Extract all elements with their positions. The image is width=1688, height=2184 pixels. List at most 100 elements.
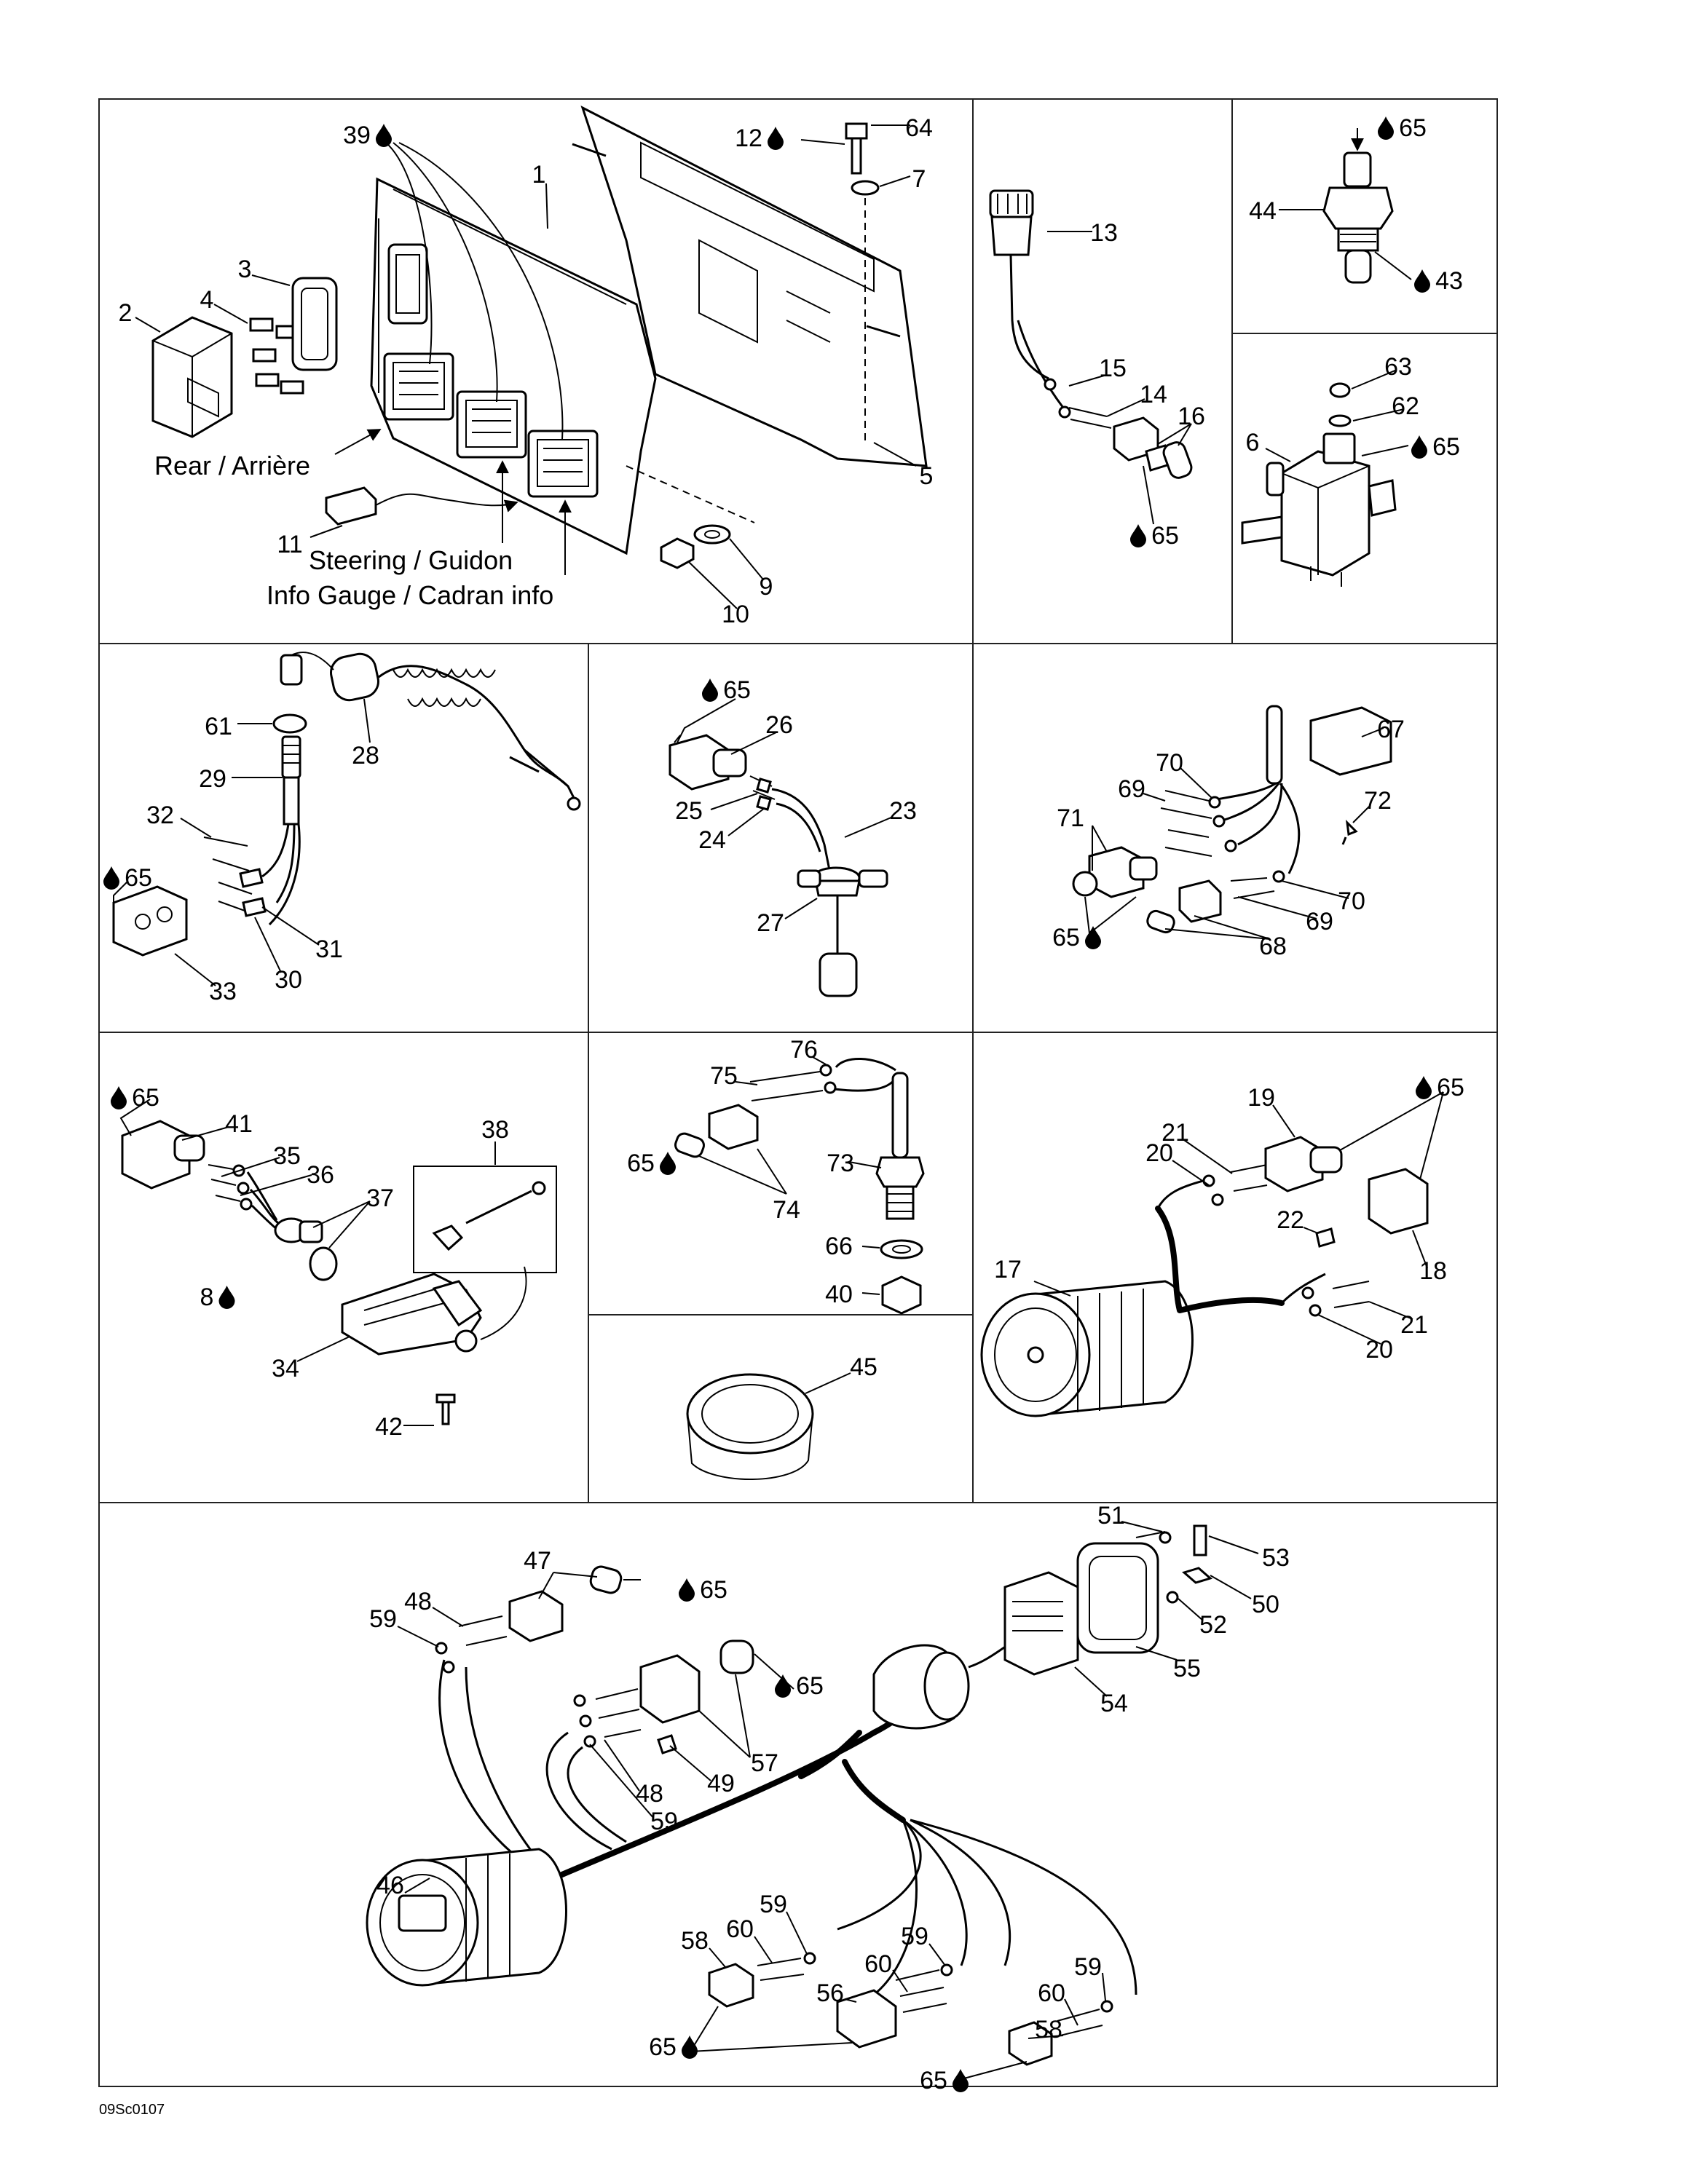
callout-45: 45: [850, 1353, 877, 1381]
drawing-code: 09Sc0107: [99, 2102, 165, 2118]
callout-55: 55: [1173, 1655, 1201, 1682]
callout-36: 36: [307, 1161, 334, 1189]
callout-59: 59: [1074, 1953, 1102, 1981]
callout-13: 13: [1090, 219, 1118, 247]
speedometer-assembly: [980, 1091, 1444, 1417]
callout-56: 56: [816, 1979, 844, 2007]
callout-51: 51: [1097, 1502, 1125, 1530]
callout-41: 41: [225, 1110, 253, 1138]
caption-info-gauge: Info Gauge / Cadran info: [267, 580, 553, 610]
mounting-plate: [580, 105, 928, 467]
callout-23: 23: [889, 797, 917, 825]
callout-60: 60: [726, 1915, 754, 1943]
callout-54: 54: [1100, 1690, 1128, 1717]
oil-drop-icon: [1416, 1076, 1432, 1099]
callout-65: 65: [1151, 522, 1179, 550]
oil-drop-icon: [1414, 269, 1430, 293]
callout-30: 30: [275, 966, 302, 994]
callout-42: 42: [375, 1413, 403, 1441]
callout-65: 65: [1399, 114, 1427, 142]
callout-70: 70: [1338, 887, 1365, 915]
callout-65: 65: [1432, 433, 1460, 461]
fuel-level-sender-assembly: [669, 698, 894, 997]
callout-65: 65: [723, 676, 751, 704]
callout-2: 2: [119, 299, 133, 327]
callout-65: 65: [700, 1576, 727, 1604]
caption-rear: Rear / Arrière: [154, 451, 310, 480]
callout-65: 65: [796, 1672, 824, 1700]
callout-35: 35: [273, 1142, 301, 1170]
callout-5: 5: [920, 462, 934, 490]
callout-24: 24: [698, 826, 726, 854]
callout-20: 20: [1365, 1336, 1393, 1364]
fuses: [249, 317, 304, 395]
seal-61: [272, 713, 307, 734]
callout-62: 62: [1392, 392, 1419, 420]
callout-75: 75: [710, 1062, 738, 1090]
callout-6: 6: [1246, 429, 1260, 456]
callout-48: 48: [636, 1780, 663, 1808]
gauge-bezel-ring-45: [686, 1372, 851, 1480]
callout-46: 46: [376, 1872, 404, 1899]
callout-32: 32: [146, 802, 174, 829]
callout-65: 65: [627, 1150, 655, 1177]
callout-66: 66: [825, 1233, 853, 1260]
callout-48: 48: [404, 1588, 432, 1615]
callout-58: 58: [1035, 2016, 1062, 2043]
callout-59: 59: [901, 1923, 928, 1950]
callout-4: 4: [200, 286, 214, 314]
callout-1: 1: [532, 161, 546, 189]
callout-47: 47: [524, 1547, 551, 1575]
safety-lanyard-assembly: [112, 652, 581, 986]
callout-65: 65: [132, 1084, 159, 1112]
callout-73: 73: [827, 1150, 854, 1177]
oil-drop-icon: [775, 1674, 791, 1698]
solenoid-valve-6: [1241, 369, 1409, 587]
callout-26: 26: [765, 711, 793, 739]
callout-65: 65: [920, 2067, 947, 2094]
callout-12: 12: [735, 124, 762, 152]
callout-25: 25: [675, 797, 703, 825]
washer: [693, 524, 731, 545]
callout-20: 20: [1145, 1139, 1173, 1167]
callout-37: 37: [366, 1184, 394, 1212]
sensor-13-assembly: [989, 189, 1193, 525]
callout-61: 61: [205, 713, 232, 740]
callout-71: 71: [1057, 804, 1084, 832]
callout-14: 14: [1140, 381, 1167, 408]
callout-8: 8: [200, 1283, 214, 1311]
callout-70: 70: [1156, 749, 1183, 777]
callout-29: 29: [199, 765, 226, 793]
oil-drop-icon: [111, 1086, 127, 1109]
callout-59: 59: [760, 1891, 787, 1918]
callout-53: 53: [1262, 1544, 1290, 1572]
ecm-connector-steering: [456, 390, 527, 459]
callout-44: 44: [1249, 197, 1277, 225]
temperature-sender-73-assembly: [674, 1056, 925, 1315]
temperature-sensor-44: [1279, 128, 1412, 284]
callout-11: 11: [277, 531, 302, 558]
callout-22: 22: [1277, 1206, 1304, 1234]
nut: [660, 537, 695, 569]
relay-box: [151, 316, 233, 438]
captions: Rear / Arrière Steering / Guidon Info Ga…: [154, 451, 553, 610]
callout-69: 69: [1118, 775, 1145, 803]
callout-52: 52: [1199, 1611, 1227, 1639]
callout-74: 74: [773, 1196, 800, 1224]
ecm-module-assembly: [135, 105, 928, 609]
ecm-connector-rear: [383, 352, 454, 421]
oil-drop-icon: [1378, 116, 1394, 140]
callout-3: 3: [238, 256, 252, 283]
throttle-sensor-assembly: [119, 1099, 557, 1426]
oil-drop-icon: [1085, 926, 1101, 949]
callout-21: 21: [1400, 1311, 1428, 1339]
callout-38: 38: [481, 1116, 509, 1144]
callout-68: 68: [1259, 933, 1287, 960]
callout-50: 50: [1252, 1591, 1279, 1618]
main-harness-assembly: [366, 1521, 1259, 2080]
callout-69: 69: [1306, 908, 1333, 935]
oil-drop-icon: [218, 1286, 235, 1309]
callout-58: 58: [681, 1927, 709, 1955]
